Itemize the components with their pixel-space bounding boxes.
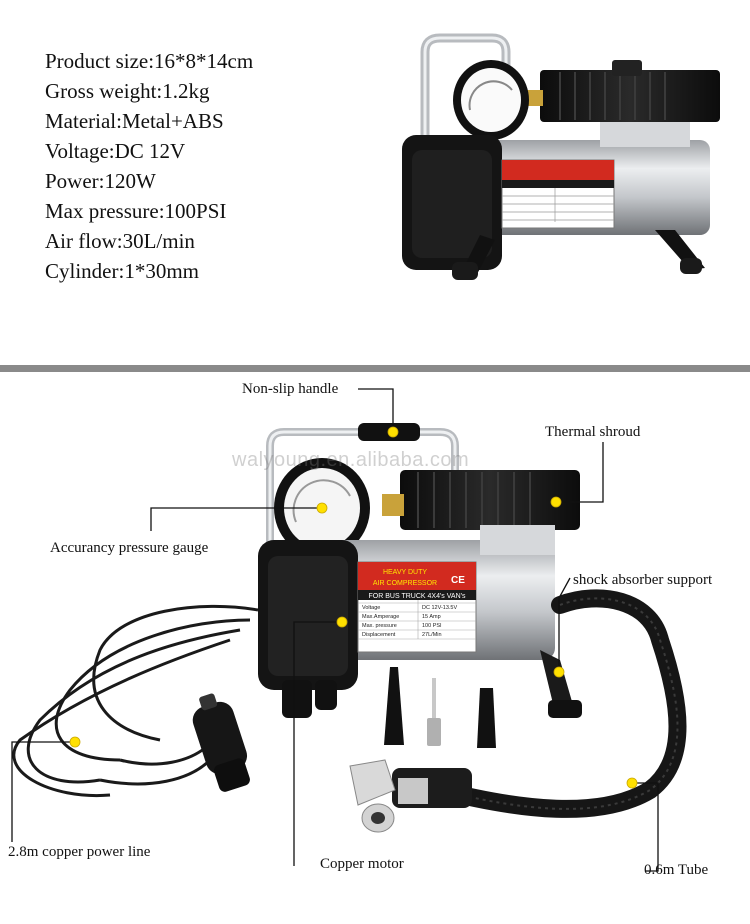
sticker-row-value: DC 12V-13.5V <box>422 605 457 611</box>
section-divider <box>0 365 750 372</box>
spec-material: Material:Metal+ABS <box>45 109 224 133</box>
spec-list: Product size:16*8*14cm Gross weight:1.2k… <box>45 46 253 286</box>
callout-thermal-shroud: Thermal shroud <box>545 424 641 440</box>
sticker-line1: HEAVY DUTY <box>383 569 427 576</box>
callout-dot-gauge <box>316 502 328 514</box>
spec-gross-weight: Gross weight:1.2kg <box>45 79 210 103</box>
callout-tube: 0.6m Tube <box>644 862 709 878</box>
sticker-row-key: Voltage <box>362 605 380 611</box>
sticker-row-key: Max.Amperage <box>362 614 399 620</box>
sticker-row-key: Max. pressure <box>362 623 397 629</box>
bottom-compressor-image: HEAVY DUTY AIR COMPRESSOR CE FOR BUS TRU… <box>12 423 687 833</box>
callout-dot-shock <box>553 666 565 678</box>
sticker-row-value: 15 Amp <box>422 614 441 620</box>
callout-pressure-gauge: Accurancy pressure gauge <box>50 540 209 556</box>
spec-max-pressure: Max pressure:100PSI <box>45 199 227 223</box>
callout-shock-absorber: shock absorber support <box>573 572 713 588</box>
callout-dot-shroud <box>550 496 562 508</box>
spec-cylinder: Cylinder:1*30mm <box>45 259 199 283</box>
callout-dot-motor <box>336 616 348 628</box>
callout-non-slip-handle: Non-slip handle <box>242 381 339 397</box>
callout-copper-motor: Copper motor <box>320 856 404 872</box>
callout-dot-handle <box>387 426 399 438</box>
sticker-line2: AIR COMPRESSOR <box>373 580 437 587</box>
watermark-text: walyoung.en.alibaba.com <box>232 449 470 471</box>
spec-power: Power:120W <box>45 169 156 193</box>
sticker-row-value: 27L/Min <box>422 632 442 638</box>
callout-dot-tube <box>626 777 638 789</box>
sticker-row-key: Displacement <box>362 632 396 638</box>
callout-dot-power <box>69 736 81 748</box>
spec-voltage: Voltage:DC 12V <box>45 139 186 163</box>
callout-power-line: 2.8m copper power line <box>8 844 151 860</box>
ce-mark: CE <box>451 575 465 586</box>
top-compressor-image <box>402 33 720 280</box>
spec-product-size: Product size:16*8*14cm <box>45 49 254 73</box>
sticker-row-value: 100 PSI <box>422 623 442 629</box>
sticker-line3: FOR BUS TRUCK 4X4's VAN's <box>369 593 466 600</box>
spec-air-flow: Air flow:30L/min <box>45 229 195 253</box>
